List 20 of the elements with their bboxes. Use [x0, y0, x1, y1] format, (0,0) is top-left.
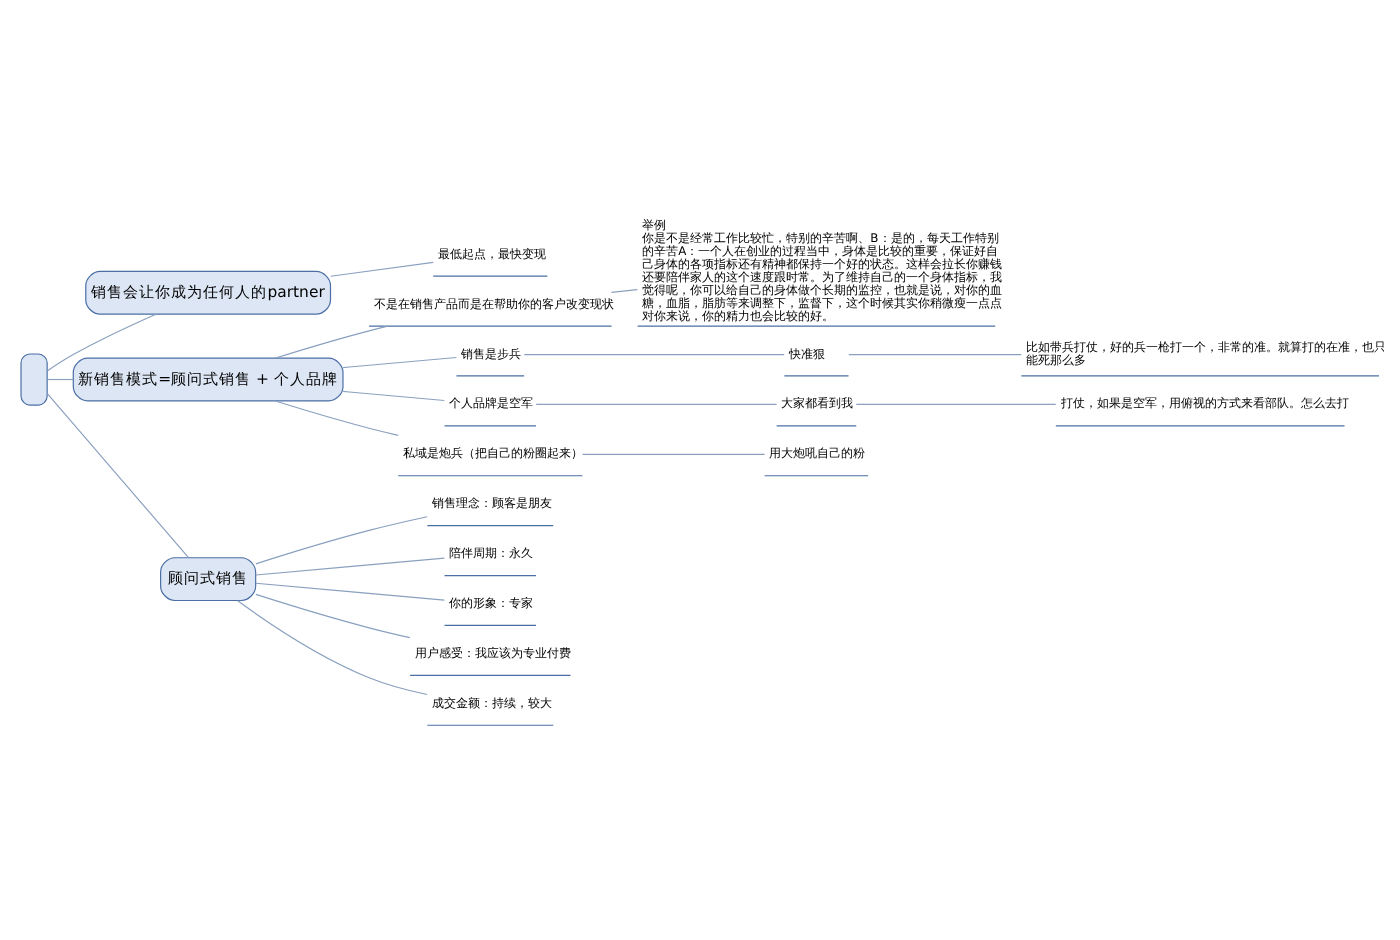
- connector: [46, 391, 189, 558]
- connector: [255, 592, 411, 638]
- connector: [342, 355, 457, 368]
- connector: [237, 599, 428, 695]
- connector: [255, 581, 445, 600]
- connector: [274, 324, 389, 358]
- connector: [47, 377, 74, 380]
- connector: [611, 288, 638, 292]
- connector: [848, 352, 1022, 355]
- node-box: [20, 352, 48, 405]
- connector: [274, 399, 399, 435]
- connector: [46, 312, 157, 371]
- connector: [255, 515, 428, 564]
- connector: [523, 352, 785, 355]
- connector: [330, 260, 434, 276]
- connector: [581, 452, 766, 454]
- connector: [855, 402, 1057, 405]
- connector: [535, 402, 778, 405]
- connector: [342, 389, 445, 401]
- connector: [255, 556, 445, 575]
